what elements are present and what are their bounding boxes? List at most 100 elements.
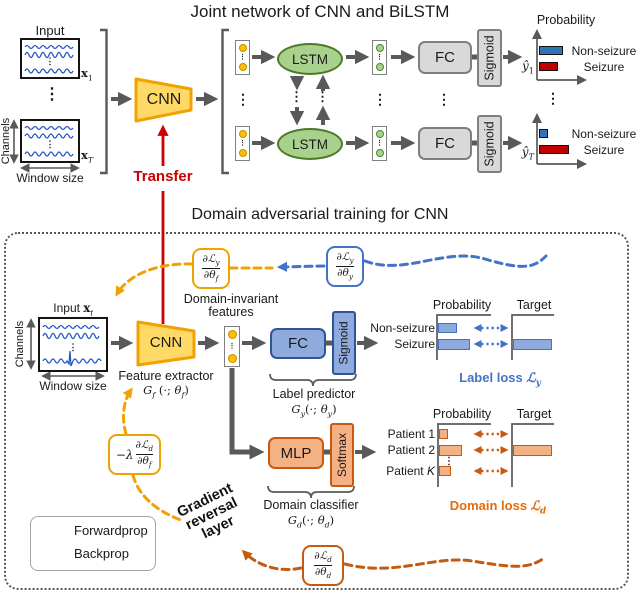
gd-label: Gd(·; θd) <box>287 513 335 530</box>
fc-node-domain: FC <box>270 328 326 359</box>
loss-chart-axes <box>436 314 554 487</box>
label-prob-bar-nonseizure <box>438 323 457 333</box>
eeg-waveform <box>24 125 74 157</box>
unit-circle <box>375 63 384 71</box>
vdots-icon: ⋮ <box>290 89 303 104</box>
cnn-label-domain: CNN <box>149 334 183 351</box>
cnn-trapezoid-domain <box>136 320 196 367</box>
channels-label-top: Channels <box>0 117 12 165</box>
vdots-icon: ⋮ <box>239 53 246 61</box>
vdots-icon: ⋮ <box>45 56 55 66</box>
unit-circle <box>375 149 384 157</box>
forwardprop-arrows-domain <box>111 335 379 460</box>
input-xt-label: Input xt <box>53 301 93 318</box>
vdots-icon: ⋮ <box>68 342 78 352</box>
top-title: Joint network of CNN and BiLSTM <box>190 2 450 21</box>
fraction-denominator: ∂θf <box>202 268 220 284</box>
backprop-gold-path <box>115 262 274 522</box>
fraction-numerator: ∂ℒy <box>336 251 354 266</box>
lstm-node-1: LSTM <box>277 43 343 75</box>
unit-circle <box>238 44 247 52</box>
eeg-waveform <box>24 44 74 74</box>
gy-label: Gy(·; θy) <box>291 402 337 419</box>
unit-circle <box>375 130 384 138</box>
fc-label: FC <box>435 49 455 66</box>
domain-target-title: Target <box>516 407 552 421</box>
vdots-icon: ⋮ <box>373 91 387 107</box>
right-bracket <box>100 28 108 175</box>
domain-invariant-line1: Domain-invariant <box>183 292 279 306</box>
nonseizure-row-label: Non-seizure <box>370 321 435 335</box>
input-window-xT: ⋮ <box>20 119 80 163</box>
fraction-denominator: ∂θf <box>135 454 154 470</box>
grad-ly-thy-box: ∂ℒy ∂θy <box>326 246 364 287</box>
vdots-icon: ⋮ <box>44 86 60 103</box>
feature-extractor-label: Feature extractor <box>118 369 214 383</box>
cnn-trapezoid-top <box>134 77 193 123</box>
seizure-row-label: Seizure <box>394 337 435 351</box>
sigmoid-node-1: Sigmoid <box>477 29 502 87</box>
mlp-label: MLP <box>280 444 312 462</box>
vdots-icon: ⋮ <box>376 139 383 147</box>
label-prob-bar-seizure <box>438 339 470 350</box>
invariant-feature-vector: ⋮ <box>224 326 240 367</box>
nonseizure-label-T: Non-seizure <box>571 127 637 141</box>
vdots-icon: ⋮ <box>228 342 236 350</box>
domain-prob-title: Probability <box>432 407 492 421</box>
label-target-bar-seizure <box>513 339 552 350</box>
features-to-mlp-elbow <box>229 368 265 460</box>
window-size-label-domain: Window size <box>39 379 107 393</box>
prob-bar-nonseizure-T <box>539 129 548 138</box>
fraction-denominator: ∂θd <box>314 565 332 581</box>
fraction: ∂ℒd ∂θf <box>135 440 154 470</box>
fc-label: FC <box>435 135 455 152</box>
channels-label-domain: Channels <box>13 320 26 368</box>
label-predictor-label: Label predictor <box>272 387 356 401</box>
softmax-label: Softmax <box>335 432 350 478</box>
vdots-icon: ⋮ <box>45 139 55 149</box>
domain-section-frame <box>4 232 629 590</box>
legend-box <box>30 516 156 571</box>
probability-title-1: Probability <box>536 13 596 27</box>
sigmoid-node-domain: Sigmoid <box>332 311 356 375</box>
sequence-brackets <box>100 28 229 175</box>
xT-label: xT <box>81 148 94 165</box>
fraction: ∂ℒy ∂θf <box>202 253 220 284</box>
x1-label: x1 <box>81 66 93 83</box>
measure-arrows <box>9 119 105 381</box>
lstm-label: LSTM <box>291 136 328 152</box>
backprop-orange-path <box>241 549 546 571</box>
input-label: Input <box>35 23 65 38</box>
transfer-label: Transfer <box>133 168 193 185</box>
feature-vector: ⋮ <box>235 126 250 161</box>
vdots-icon: ⋮ <box>437 91 451 107</box>
domain-loss-compare-arrows <box>473 429 509 476</box>
yT-label: ŷT <box>521 145 534 162</box>
patient2-row-label: Patient 2 <box>387 443 435 457</box>
hidden-vector: ⋮ <box>372 126 387 161</box>
mlp-node: MLP <box>268 437 324 469</box>
unit-circle <box>238 130 247 138</box>
fraction: ∂ℒy ∂θy <box>336 251 354 281</box>
domain-classifier-label: Domain classifier <box>263 498 359 512</box>
grad-ly-thf-box: ∂ℒy ∂θf <box>192 248 230 289</box>
prob-bar-seizure-T <box>539 145 569 154</box>
patient1-row-label: Patient 1 <box>387 427 435 441</box>
domain-loss-label: Domain loss ℒd <box>449 498 547 517</box>
forwardprop-arrows-top <box>111 49 523 151</box>
neg-lambda-grad-box: −λ ∂ℒd ∂θf <box>108 434 161 475</box>
y1-label: ŷ1 <box>522 59 534 76</box>
label-loss-label: Label loss ℒy <box>459 370 541 389</box>
domain-invariant-line2: features <box>208 305 254 319</box>
fraction-numerator: ∂ℒy <box>202 253 220 268</box>
label-loss-compare-arrows <box>473 323 509 349</box>
cnn-label-top: CNN <box>146 91 182 108</box>
unit-circle <box>227 354 237 363</box>
domain-prob-bar-patientK <box>439 466 451 476</box>
prob-bar-nonseizure-1 <box>539 46 563 55</box>
patientK-row-label: Patient K <box>386 464 435 478</box>
softmax-node: Softmax <box>330 423 354 487</box>
legend-forwardprop-label: Forwardprop <box>74 523 148 538</box>
vdots-icon: ⋮ <box>444 456 454 467</box>
unit-circle <box>238 63 247 71</box>
